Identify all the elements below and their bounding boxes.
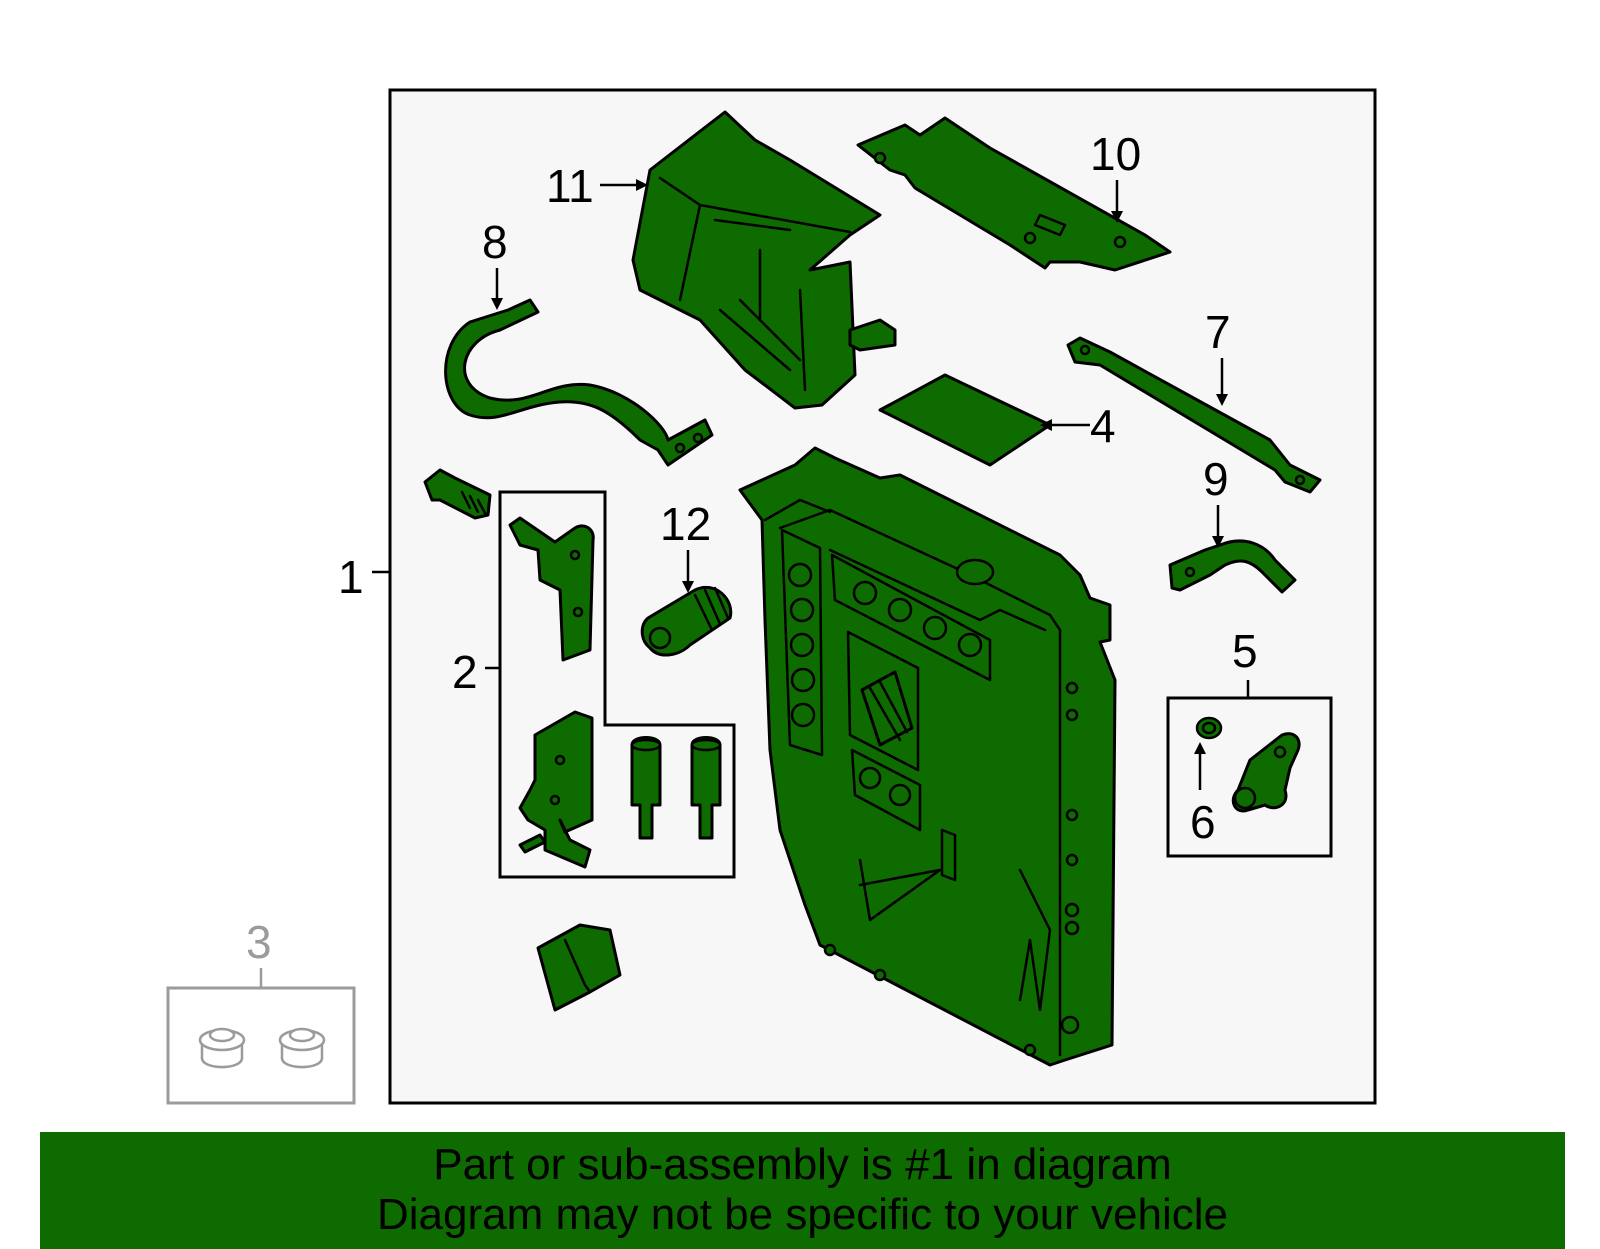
isolator-block bbox=[536, 923, 622, 1012]
svg-text:1: 1 bbox=[338, 551, 364, 603]
svg-text:9: 9 bbox=[1203, 453, 1229, 505]
callout-6[interactable]: 6 bbox=[1190, 742, 1216, 848]
svg-text:7: 7 bbox=[1205, 306, 1231, 358]
part-12-connector[interactable] bbox=[640, 585, 733, 657]
callout-10[interactable]: 10 bbox=[1090, 128, 1141, 223]
banner-line-1: Part or sub-assembly is #1 in diagram bbox=[433, 1140, 1172, 1189]
callout-3[interactable]: 3 bbox=[246, 916, 272, 988]
part-11-heat-shield[interactable] bbox=[631, 110, 897, 410]
disclaimer-banner: Part or sub-assembly is #1 in diagram Di… bbox=[40, 1132, 1565, 1249]
bolt bbox=[423, 468, 492, 520]
part-9-small-pipe[interactable] bbox=[1168, 539, 1297, 594]
callout-9[interactable]: 9 bbox=[1203, 453, 1229, 548]
part-3-grommets[interactable] bbox=[166, 986, 356, 1105]
svg-text:8: 8 bbox=[482, 216, 508, 268]
svg-text:6: 6 bbox=[1190, 796, 1216, 848]
svg-text:4: 4 bbox=[1090, 400, 1116, 452]
svg-text:10: 10 bbox=[1090, 128, 1141, 180]
callout-4[interactable]: 4 bbox=[1040, 400, 1116, 452]
part-10-bracket-plate[interactable] bbox=[856, 116, 1172, 272]
part-2-bracket-kit[interactable] bbox=[498, 490, 736, 879]
callout-12[interactable]: 12 bbox=[660, 498, 711, 593]
part-6-o-ring[interactable] bbox=[1195, 716, 1223, 740]
part-7-strap[interactable] bbox=[1066, 336, 1322, 494]
callout-1[interactable]: 1 bbox=[338, 551, 390, 603]
svg-text:11: 11 bbox=[546, 160, 594, 212]
callout-7[interactable]: 7 bbox=[1205, 306, 1231, 406]
part-5-sensor-kit[interactable] bbox=[1166, 696, 1333, 858]
part-8-pipe[interactable] bbox=[444, 298, 714, 467]
part-1-main-module[interactable] bbox=[738, 446, 1117, 1067]
callout-5[interactable]: 5 bbox=[1232, 625, 1258, 698]
callout-2[interactable]: 2 bbox=[452, 646, 500, 698]
svg-text:2: 2 bbox=[452, 646, 478, 698]
svg-text:5: 5 bbox=[1232, 625, 1258, 677]
svg-text:12: 12 bbox=[660, 498, 711, 550]
svg-text:3: 3 bbox=[246, 916, 272, 968]
callout-8[interactable]: 8 bbox=[482, 216, 508, 310]
callout-11[interactable]: 11 bbox=[546, 160, 648, 212]
banner-line-2: Diagram may not be specific to your vehi… bbox=[376, 1190, 1229, 1239]
